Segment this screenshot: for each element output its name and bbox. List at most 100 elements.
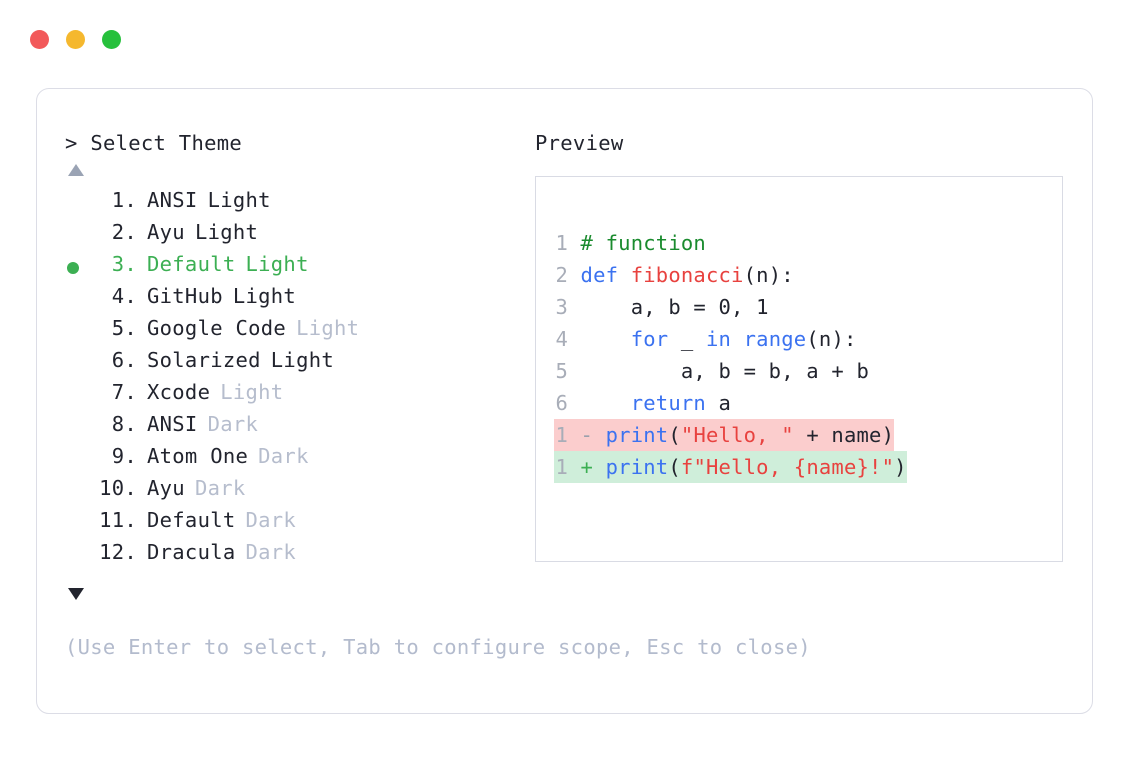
theme-item-variant: Dark	[245, 507, 297, 532]
code-token: _	[668, 326, 706, 351]
code-token: a, b = 0, 1	[580, 294, 769, 319]
theme-item-name: Default	[147, 507, 236, 532]
code-token: for	[630, 326, 669, 351]
code-token: "Hello, "	[680, 422, 794, 447]
code-token: print	[605, 422, 669, 447]
code-token: (n):	[806, 326, 857, 351]
code-token: (n):	[743, 262, 794, 287]
code-line-number: 1	[555, 230, 568, 255]
code-token: range	[743, 326, 807, 351]
theme-item-variant: Dark	[207, 411, 259, 436]
code-line-number: 2	[555, 262, 568, 287]
select-theme-header: > Select Theme	[65, 133, 535, 154]
theme-list-item[interactable]: 11. Default Dark	[65, 508, 535, 540]
theme-item-variant: Dark	[245, 539, 297, 564]
theme-item-variant: Light	[232, 283, 297, 308]
theme-item-index: 10.	[99, 475, 137, 500]
theme-item-variant: Light	[270, 347, 334, 372]
diff-line-added: 1 + print(f"Hello, {name}!")	[554, 450, 907, 483]
theme-item-name: Dracula	[147, 539, 236, 564]
code-token	[731, 327, 744, 351]
diff-line-number: 1	[555, 454, 568, 479]
select-theme-title: Select Theme	[90, 131, 243, 155]
code-line: 6 return a	[554, 387, 907, 419]
theme-item-name: ANSI	[147, 187, 198, 212]
code-line-number: 6	[555, 390, 568, 415]
scroll-down-icon[interactable]	[68, 587, 84, 600]
theme-item-name: Ayu	[147, 475, 185, 500]
theme-item-name: Default	[147, 251, 236, 276]
theme-item-index: 5.	[111, 315, 137, 340]
theme-item-name: Atom One	[147, 443, 249, 468]
theme-item-variant: Light	[207, 187, 271, 212]
code-token: a, b = b, a + b	[580, 358, 870, 383]
code-line: 5 a, b = b, a + b	[554, 355, 907, 387]
code-token: (	[668, 454, 681, 479]
code-line: 2 def fibonacci(n):	[554, 259, 907, 291]
theme-item-name: GitHub	[147, 283, 223, 308]
theme-item-name: ANSI	[147, 411, 198, 436]
diff-marker: +	[580, 454, 594, 479]
code-token: def	[580, 262, 631, 287]
code-token: print	[605, 454, 669, 479]
theme-list-item[interactable]: 3. Default Light	[65, 252, 535, 284]
diff-block: 1 - print("Hello, " + name)1 + print(f"H…	[554, 418, 907, 483]
code-line: 4 for _ in range(n):	[554, 323, 907, 355]
diff-row: 1 - print("Hello, " + name)	[554, 418, 907, 451]
code-token: a	[705, 390, 732, 415]
theme-item-index: 11.	[99, 507, 137, 532]
theme-list-item[interactable]: 5. Google Code Light	[65, 316, 535, 348]
selected-bullet-icon	[67, 261, 79, 274]
close-button[interactable]	[30, 30, 49, 49]
code-token: fibonacci	[630, 262, 744, 287]
keyboard-hint: (Use Enter to select, Tab to configure s…	[65, 635, 811, 659]
theme-item-index: 12.	[99, 539, 137, 564]
theme-item-variant: Dark	[194, 475, 246, 500]
theme-list-item[interactable]: 12. Dracula Dark	[65, 540, 535, 572]
theme-item-variant: Light	[296, 315, 360, 340]
code-token: + name)	[793, 422, 895, 447]
theme-list-item[interactable]: 10. Ayu Dark	[65, 476, 535, 508]
page-title	[78, 133, 91, 154]
theme-item-variant: Light	[245, 251, 309, 276]
theme-item-name: Solarized	[147, 347, 261, 372]
scroll-up-icon[interactable]	[68, 163, 84, 176]
diff-line-removed: 1 - print("Hello, " + name)	[554, 418, 895, 451]
theme-item-name: Ayu	[147, 219, 185, 244]
theme-item-index: 2.	[111, 219, 137, 244]
code-token: # function	[580, 230, 706, 255]
code-token: )	[894, 454, 907, 479]
maximize-button[interactable]	[102, 30, 121, 49]
diff-marker: -	[580, 422, 594, 447]
selection-indicator-slot	[65, 261, 95, 274]
theme-item-variant: Light	[194, 219, 259, 244]
code-token: in	[706, 326, 732, 351]
theme-list-item[interactable]: 2. Ayu Light	[65, 220, 535, 252]
diff-line-number: 1	[555, 422, 568, 447]
minimize-button[interactable]	[66, 30, 85, 49]
theme-list-item[interactable]: 1. ANSI Light	[65, 188, 535, 220]
diff-row: 1 + print(f"Hello, {name}!")	[554, 450, 907, 483]
prompt-symbol: >	[65, 131, 78, 155]
theme-item-variant: Dark	[258, 443, 309, 468]
theme-item-index: 7.	[111, 379, 137, 404]
window-traffic-lights	[30, 30, 121, 49]
theme-list-item[interactable]: 4. GitHub Light	[65, 284, 535, 316]
theme-item-name: Google Code	[147, 315, 287, 340]
code-line-number: 3	[555, 294, 568, 319]
code-line: 3 a, b = 0, 1	[554, 291, 907, 323]
theme-item-index: 4.	[111, 283, 137, 308]
theme-item-index: 3.	[111, 251, 137, 276]
code-token: f"Hello, {name}!"	[680, 454, 895, 479]
preview-title: Preview	[535, 131, 624, 155]
theme-item-index: 1.	[111, 187, 137, 212]
